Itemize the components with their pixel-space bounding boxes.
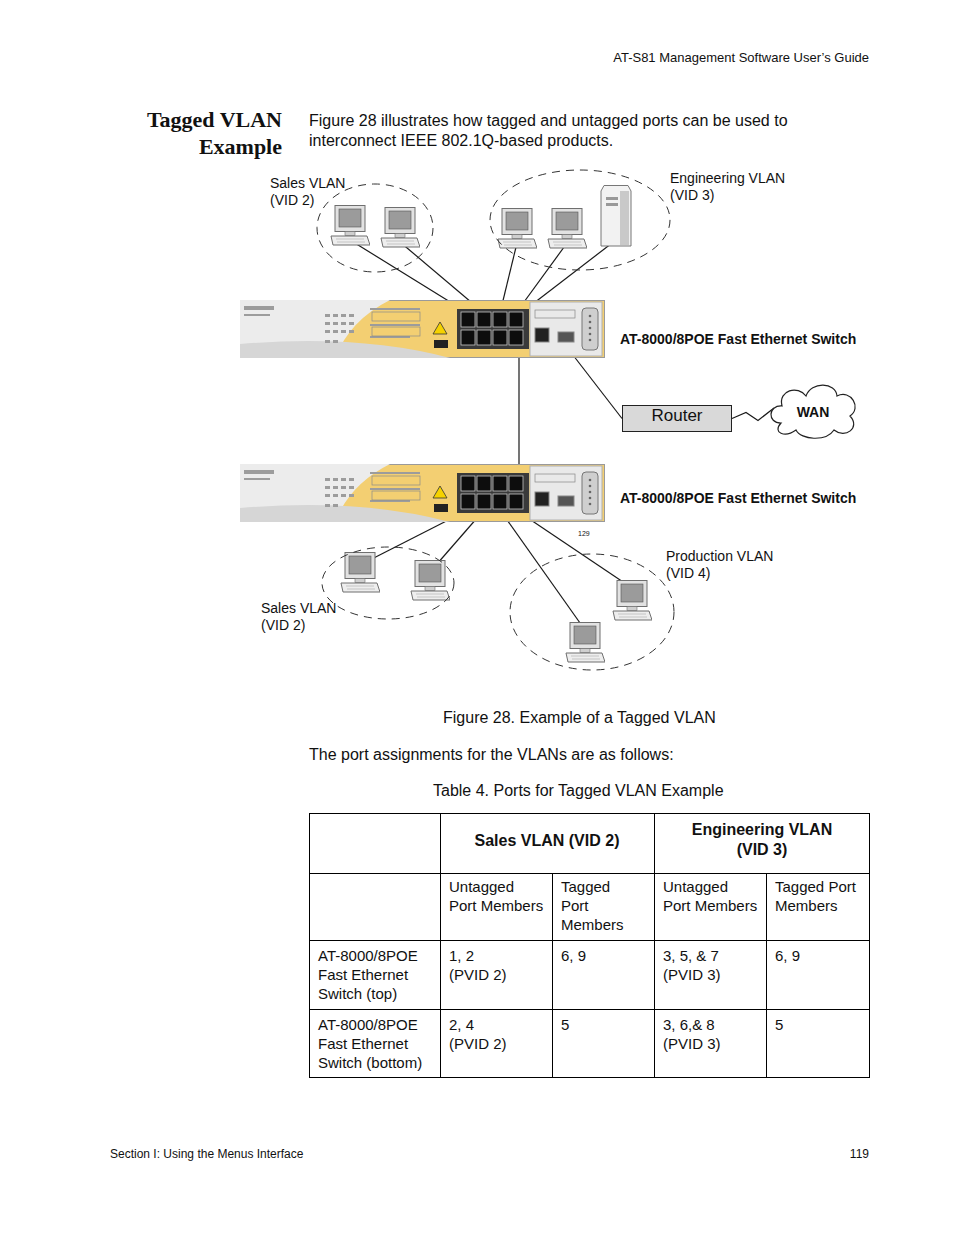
table-header: Sales VLAN (VID 2) bbox=[440, 831, 654, 851]
table-cell: 6, 9 bbox=[561, 946, 646, 965]
wan-cloud: WAN bbox=[766, 378, 860, 440]
vlan-region: Engineering VLAN (VID 3) bbox=[488, 168, 793, 272]
figure-caption: Figure 28. Example of a Tagged VLAN bbox=[443, 708, 863, 728]
table-cell: Untagged Port Members bbox=[449, 877, 544, 915]
vlan-region: Sales VLAN (VID 2) bbox=[265, 172, 440, 272]
table-title: Table 4. Ports for Tagged VLAN Example bbox=[433, 781, 869, 801]
table-cell: 6, 9 bbox=[775, 946, 860, 965]
table-cell: 5 bbox=[561, 1015, 646, 1034]
body-text: The port assignments for the VLANs are a… bbox=[309, 745, 869, 765]
node-outline bbox=[508, 545, 778, 673]
node-label: Sales VLAN (VID 2) bbox=[261, 600, 341, 634]
computer-icon bbox=[381, 208, 420, 248]
node-label: AT-8000/8POE Fast Ethernet Switch bbox=[620, 331, 872, 348]
node-label: AT-8000/8POE Fast Ethernet Switch bbox=[620, 490, 872, 507]
table-cell: Tagged Port Members bbox=[775, 877, 867, 915]
switch-label: AT-8000/8POE Fast Ethernet Switch bbox=[240, 300, 870, 358]
node-label: Router bbox=[623, 406, 731, 426]
network-cable bbox=[732, 408, 774, 421]
table-cell: AT-8000/8POE Fast Ethernet Switch (botto… bbox=[318, 1015, 438, 1072]
table-cell: 3, 6,& 8 (PVID 3) bbox=[663, 1015, 735, 1053]
table-cell: 1, 2 (PVID 2) bbox=[449, 946, 513, 984]
table-grid bbox=[309, 813, 870, 1078]
table-header: Engineering VLAN (VID 3) bbox=[677, 820, 847, 860]
body-text: Figure 28 illustrates how tagged and unt… bbox=[309, 111, 869, 151]
server-tower bbox=[601, 186, 631, 247]
computer-icon bbox=[613, 581, 652, 621]
network-cable bbox=[518, 346, 519, 476]
node-label: Engineering VLAN (VID 3) bbox=[670, 170, 795, 204]
computer-icon bbox=[498, 209, 537, 249]
table-cell: 5 bbox=[775, 1015, 860, 1034]
router-box: Router bbox=[622, 405, 732, 432]
node-label: WAN bbox=[766, 404, 860, 421]
computer-icon bbox=[331, 206, 370, 246]
table-cell: Tagged Port Members bbox=[561, 877, 641, 934]
switch-faceplate bbox=[240, 464, 605, 522]
dashed-boundary bbox=[490, 170, 670, 270]
figure-number: 129 bbox=[578, 529, 608, 538]
page-number: 119 bbox=[769, 1147, 869, 1162]
section-heading: Tagged VLAN Example bbox=[128, 106, 282, 160]
computer-icon bbox=[566, 623, 605, 663]
table-cell: 3, 5, & 7 (PVID 3) bbox=[663, 946, 735, 984]
table-cell: Untagged Port Members bbox=[663, 877, 758, 915]
dashed-boundary bbox=[322, 547, 454, 619]
dashed-boundary bbox=[317, 184, 433, 272]
computer-icon bbox=[548, 209, 587, 249]
switch-label: AT-8000/8POE Fast Ethernet Switch bbox=[240, 464, 870, 522]
computer-icon bbox=[341, 553, 380, 593]
node-label: Production VLAN (VID 4) bbox=[666, 548, 780, 582]
computer-icon bbox=[411, 561, 450, 601]
node-label: Sales VLAN (VID 2) bbox=[270, 175, 352, 209]
running-header: AT-S81 Management Software User’s Guide bbox=[480, 50, 869, 66]
vlan-region: Production VLAN (VID 4) bbox=[508, 545, 778, 673]
vlan-region: Sales VLAN (VID 2) bbox=[258, 545, 463, 635]
table-cell: AT-8000/8POE Fast Ethernet Switch (top) bbox=[318, 946, 438, 1003]
table-cell: 2, 4 (PVID 2) bbox=[449, 1015, 513, 1053]
switch-faceplate bbox=[240, 300, 605, 358]
running-footer: Section I: Using the Menus Interface bbox=[110, 1147, 510, 1162]
dashed-boundary bbox=[510, 554, 674, 670]
